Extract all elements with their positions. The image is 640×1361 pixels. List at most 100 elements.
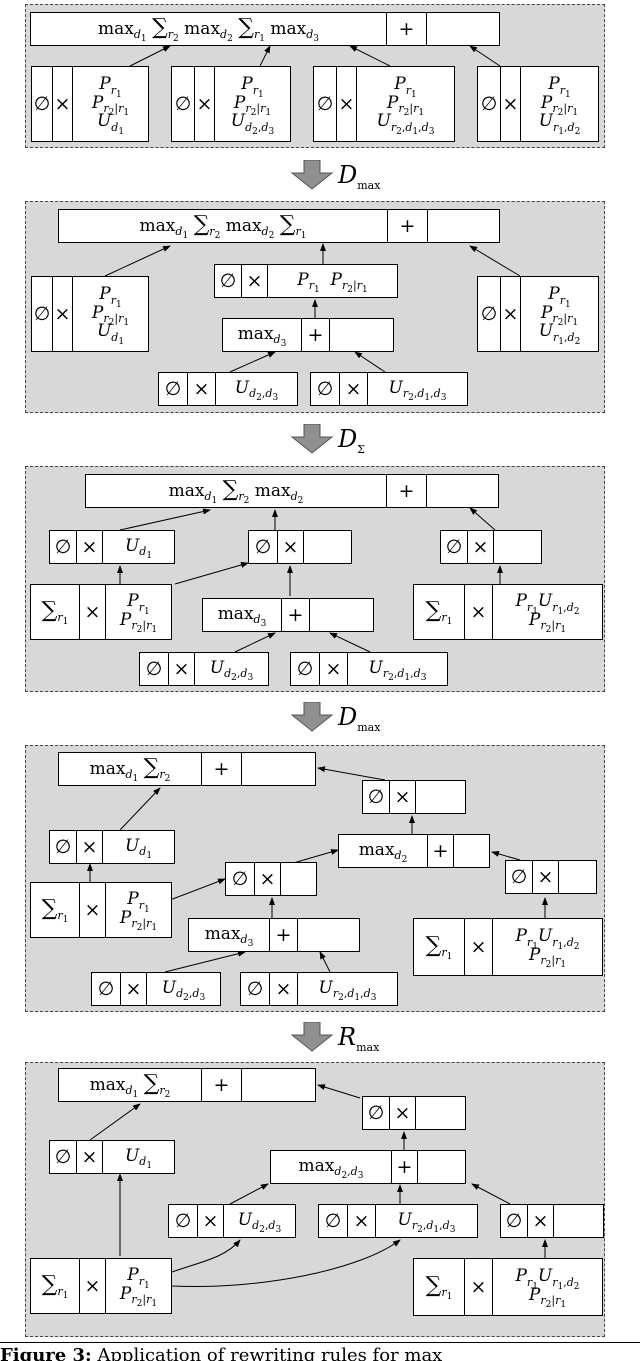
potentials: Ur2,d1,d3 — [375, 1205, 477, 1237]
mid-node: ∅ × — [440, 530, 542, 564]
empty-cell — [426, 475, 498, 507]
empty-cell — [417, 1151, 465, 1183]
times-op: × — [464, 585, 492, 639]
potentials: Ud2,d3 — [215, 373, 297, 405]
potentials: Ud2,d3 — [194, 653, 268, 685]
potentials: Ud1 — [102, 1141, 174, 1173]
empty-set: ∅ — [33, 92, 51, 115]
times-op: × — [52, 277, 72, 351]
elim-sequence: maxd3 — [237, 323, 287, 350]
empty-cell — [553, 1205, 603, 1237]
empty-set: ∅ — [445, 535, 463, 558]
max-node: maxd3 + — [188, 918, 360, 952]
plus-op: + — [201, 1069, 241, 1101]
empty-set: ∅ — [367, 1101, 385, 1124]
mid-node: ∅ × Ud1 — [49, 530, 175, 564]
times-op: × — [79, 585, 105, 639]
empty-set: ∅ — [254, 535, 272, 558]
caption-text: Application of rewriting rules for max — [97, 1345, 443, 1361]
down-arrow-icon — [290, 160, 334, 190]
elim-sequence: maxd1 ∑r2 maxd2 — [168, 476, 304, 507]
operator-4: Rmax — [290, 1022, 379, 1053]
times-op: × — [76, 831, 102, 863]
times-op: × — [336, 67, 356, 141]
mid-node: ∅ × Ud1 — [49, 830, 175, 864]
empty-set: ∅ — [54, 1145, 72, 1168]
leaf-node: ∅ × Ur2,d1,d3 — [290, 652, 448, 686]
times-op: × — [76, 531, 102, 563]
times-op: × — [76, 1141, 102, 1173]
times-op: × — [467, 531, 493, 563]
empty-cell — [415, 1097, 465, 1129]
empty-set: ∅ — [316, 92, 334, 115]
leaf-node: ∅ × Ud2,d3 — [158, 372, 298, 406]
elim-sequence: maxd2,d3 — [298, 1155, 364, 1182]
max-node: maxd3 + — [222, 318, 394, 352]
elim-sequence: maxd1 ∑r2 maxd2 ∑r1 maxd3 — [98, 14, 319, 45]
potentials: Pr1 Pr2|r1 — [267, 265, 397, 297]
empty-cell — [453, 835, 489, 867]
times-op: × — [79, 883, 105, 937]
empty-set: ∅ — [164, 377, 182, 400]
times-op: × — [527, 1205, 553, 1237]
plus-op: + — [281, 599, 309, 631]
leaf-node: ∅ × Ur2,d1,d3 — [240, 972, 398, 1006]
potentials: Ur2,d1,d3 — [297, 973, 397, 1005]
times-op: × — [532, 861, 558, 893]
plus-op: + — [269, 919, 297, 951]
plus-op: + — [301, 319, 329, 351]
mid-node: ∅ × — [505, 860, 597, 894]
potentials: Ud1 — [102, 831, 174, 863]
times-op: × — [500, 277, 520, 351]
times-op: × — [79, 1259, 105, 1313]
times-op: × — [347, 1205, 375, 1237]
elim-sequence: maxd1 ∑r2 — [89, 754, 171, 785]
plus-op: + — [387, 210, 427, 242]
leaf-node: ∅ × Ud2,d3 — [139, 652, 269, 686]
sum-op: ∑r1 — [425, 1272, 453, 1303]
empty-cell — [329, 319, 393, 351]
down-arrow-icon — [290, 1022, 334, 1052]
sum-op: ∑r1 — [41, 1271, 69, 1302]
mid-node: ∅ × — [362, 1096, 466, 1130]
operator-label: Dmax — [338, 161, 381, 192]
times-op: × — [52, 67, 72, 141]
down-arrow-icon — [290, 424, 334, 454]
plus-op: + — [201, 753, 241, 785]
elim-sequence: maxd2 — [358, 839, 408, 866]
times-op: × — [464, 919, 492, 975]
empty-set: ∅ — [316, 377, 334, 400]
mid-node: ∅ × — [500, 1204, 604, 1238]
empty-set: ∅ — [219, 269, 237, 292]
elim-sequence: maxd1 ∑r2 — [89, 1070, 171, 1101]
times-op: × — [187, 373, 215, 405]
times-op: × — [277, 531, 303, 563]
operator-label: DΣ — [338, 425, 366, 456]
leaf-node: ∅ × Ur2,d1,d3 — [310, 372, 468, 406]
leaf-node: ∅ × Ud2,d3 — [168, 1204, 296, 1238]
times-op: × — [194, 67, 214, 141]
empty-set: ∅ — [54, 535, 72, 558]
down-arrow-icon — [290, 702, 334, 732]
plus-op: + — [427, 835, 453, 867]
times-op: × — [319, 653, 347, 685]
empty-set: ∅ — [480, 302, 498, 325]
operator-2: DΣ — [290, 424, 366, 456]
empty-cell — [415, 781, 465, 813]
empty-set: ∅ — [97, 977, 115, 1000]
figure-caption: Figure 3: Application of rewriting rules… — [0, 1342, 640, 1361]
sum-op: ∑r1 — [425, 597, 453, 628]
